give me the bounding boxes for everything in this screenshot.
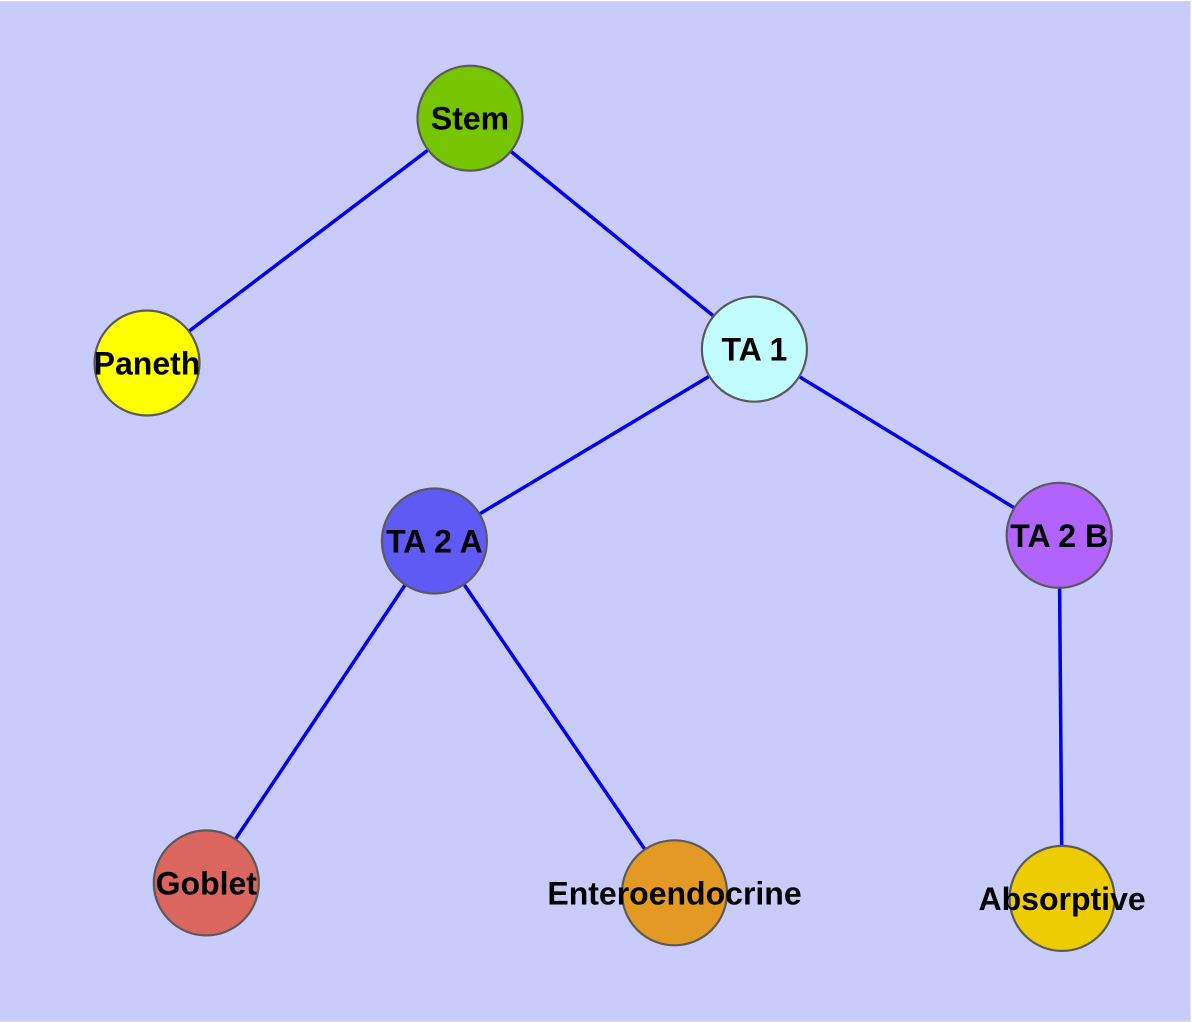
svg-text:Enteroendocrine: Enteroendocrine [547,875,801,911]
svg-text:Stem: Stem [431,101,509,137]
svg-text:Paneth: Paneth [94,346,201,382]
svg-text:TA 1: TA 1 [722,332,788,368]
svg-text:Absorptive: Absorptive [979,881,1146,917]
svg-text:TA 2 A: TA 2 A [386,524,483,560]
svg-text:Goblet: Goblet [156,865,258,901]
svg-text:TA 2 B: TA 2 B [1010,518,1108,554]
